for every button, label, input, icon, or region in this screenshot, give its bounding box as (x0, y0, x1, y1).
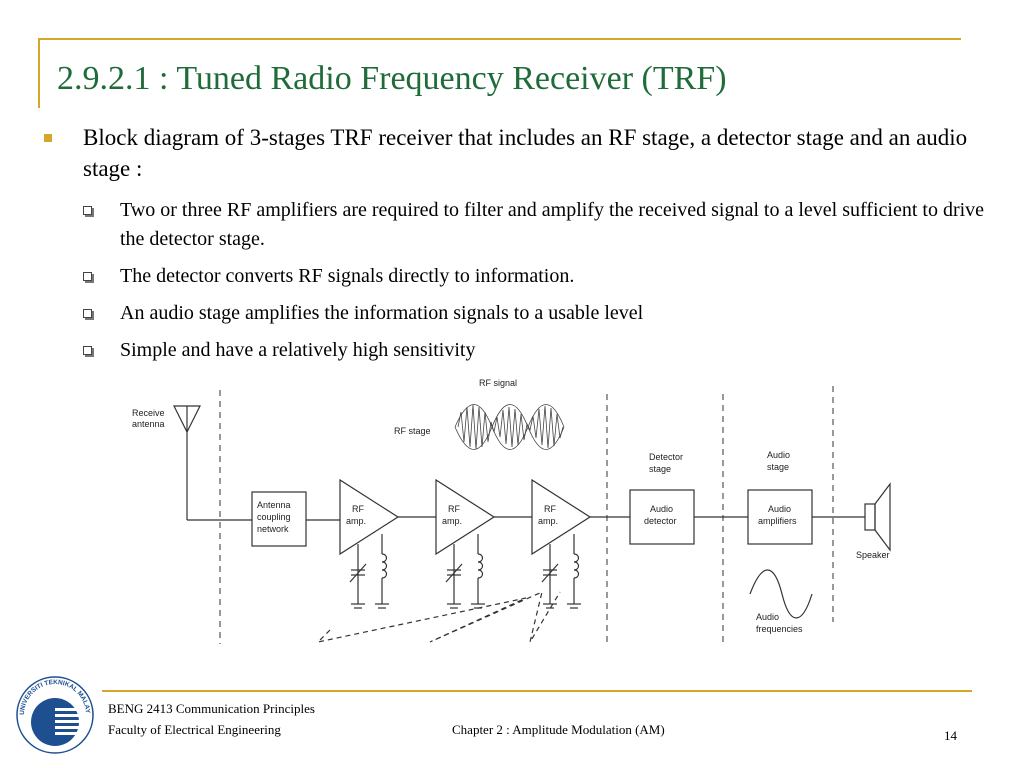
sub-bullet-text: An audio stage amplifies the information… (120, 302, 644, 324)
bullet-list: Block diagram of 3-stages TRF receiver t… (44, 122, 994, 373)
audio-amplifiers-label: Audio (768, 504, 791, 514)
audio-stage-label: stage (767, 462, 789, 472)
hollow-square-bullet-icon (83, 309, 92, 318)
rf-amp-3-triangle (531, 478, 592, 556)
main-bullet-text: Block diagram of 3-stages TRF receiver t… (83, 125, 968, 181)
tuning-circuit-icon (445, 534, 485, 609)
page-number: 14 (944, 728, 957, 743)
sub-bullet-text: Two or three RF amplifiers are required … (120, 199, 985, 250)
rf-amp-label: RF (448, 504, 460, 514)
left-border-line (38, 38, 40, 108)
audio-frequencies-label: Audio (756, 612, 779, 622)
sub-bullet: The detector converts RF signals directl… (83, 262, 994, 291)
antenna-coupling-label: Antenna (257, 500, 291, 510)
footer-chapter: Chapter 2 : Amplitude Modulation (AM) (452, 722, 665, 737)
antenna-coupling-label: network (257, 524, 289, 534)
rf-stage-label: RF stage (394, 426, 431, 436)
receive-antenna-label: antenna (132, 419, 165, 429)
footer-course: BENG 2413 Communication Principles (108, 701, 315, 716)
footer-divider (102, 690, 972, 692)
rf-amp-label: RF (352, 504, 364, 514)
antenna-icon (173, 405, 201, 520)
sub-bullet-text: Simple and have a relatively high sensit… (120, 339, 476, 361)
audio-detector-label: Audio (650, 504, 673, 514)
rf-amp-label: RF (544, 504, 556, 514)
tuning-circuit-icon (541, 534, 581, 609)
rf-amp-label: amp. (538, 516, 558, 526)
rf-signal-label: RF signal (479, 378, 517, 388)
receive-antenna-label: Receive (132, 408, 165, 418)
detector-stage-label: stage (649, 464, 671, 474)
audio-stage-label: Audio (767, 450, 790, 460)
detector-stage-label: Detector (649, 452, 683, 462)
hollow-square-bullet-icon (83, 272, 92, 281)
audio-amplifiers-label: amplifiers (758, 516, 797, 526)
university-logo: UNIVERSITI TEKNIKAL MALAYSIA MELAKA (9, 667, 98, 758)
trf-block-diagram: Receive antenna RF signal RF stage Detec… (120, 372, 900, 654)
stage-dividers (219, 386, 834, 644)
rf-amp-label: amp. (346, 516, 366, 526)
audio-sine-wave-icon (749, 569, 813, 619)
top-border-line (38, 38, 961, 40)
sub-bullet-text: The detector converts RF signals directl… (120, 265, 575, 287)
sub-bullet: Simple and have a relatively high sensit… (83, 336, 994, 365)
sub-bullet: An audio stage amplifies the information… (83, 299, 994, 328)
hollow-square-bullet-icon (83, 206, 92, 215)
main-bullet: Block diagram of 3-stages TRF receiver t… (44, 122, 994, 184)
rf-amp-1-triangle (339, 478, 400, 556)
footer-faculty: Faculty of Electrical Engineering (108, 722, 281, 737)
rf-amp-label: amp. (442, 516, 462, 526)
rf-signal-waveform-icon (454, 404, 565, 450)
slide-title: 2.9.2.1 : Tuned Radio Frequency Receiver… (57, 60, 727, 97)
ganged-tuning-linkage (316, 590, 561, 644)
hollow-square-bullet-icon (83, 346, 92, 355)
rf-amp-2-triangle (435, 478, 496, 556)
antenna-coupling-box (251, 491, 307, 547)
square-bullet-icon (44, 134, 52, 142)
sub-bullet: Two or three RF amplifiers are required … (83, 196, 994, 254)
speaker-label: Speaker (856, 550, 890, 560)
speaker-icon (864, 482, 891, 552)
audio-frequencies-label: frequencies (756, 624, 803, 634)
sub-bullet-list: Two or three RF amplifiers are required … (44, 196, 994, 365)
audio-detector-label: detector (644, 516, 677, 526)
antenna-coupling-label: coupling (257, 512, 291, 522)
tuning-circuit-icon (349, 534, 389, 609)
